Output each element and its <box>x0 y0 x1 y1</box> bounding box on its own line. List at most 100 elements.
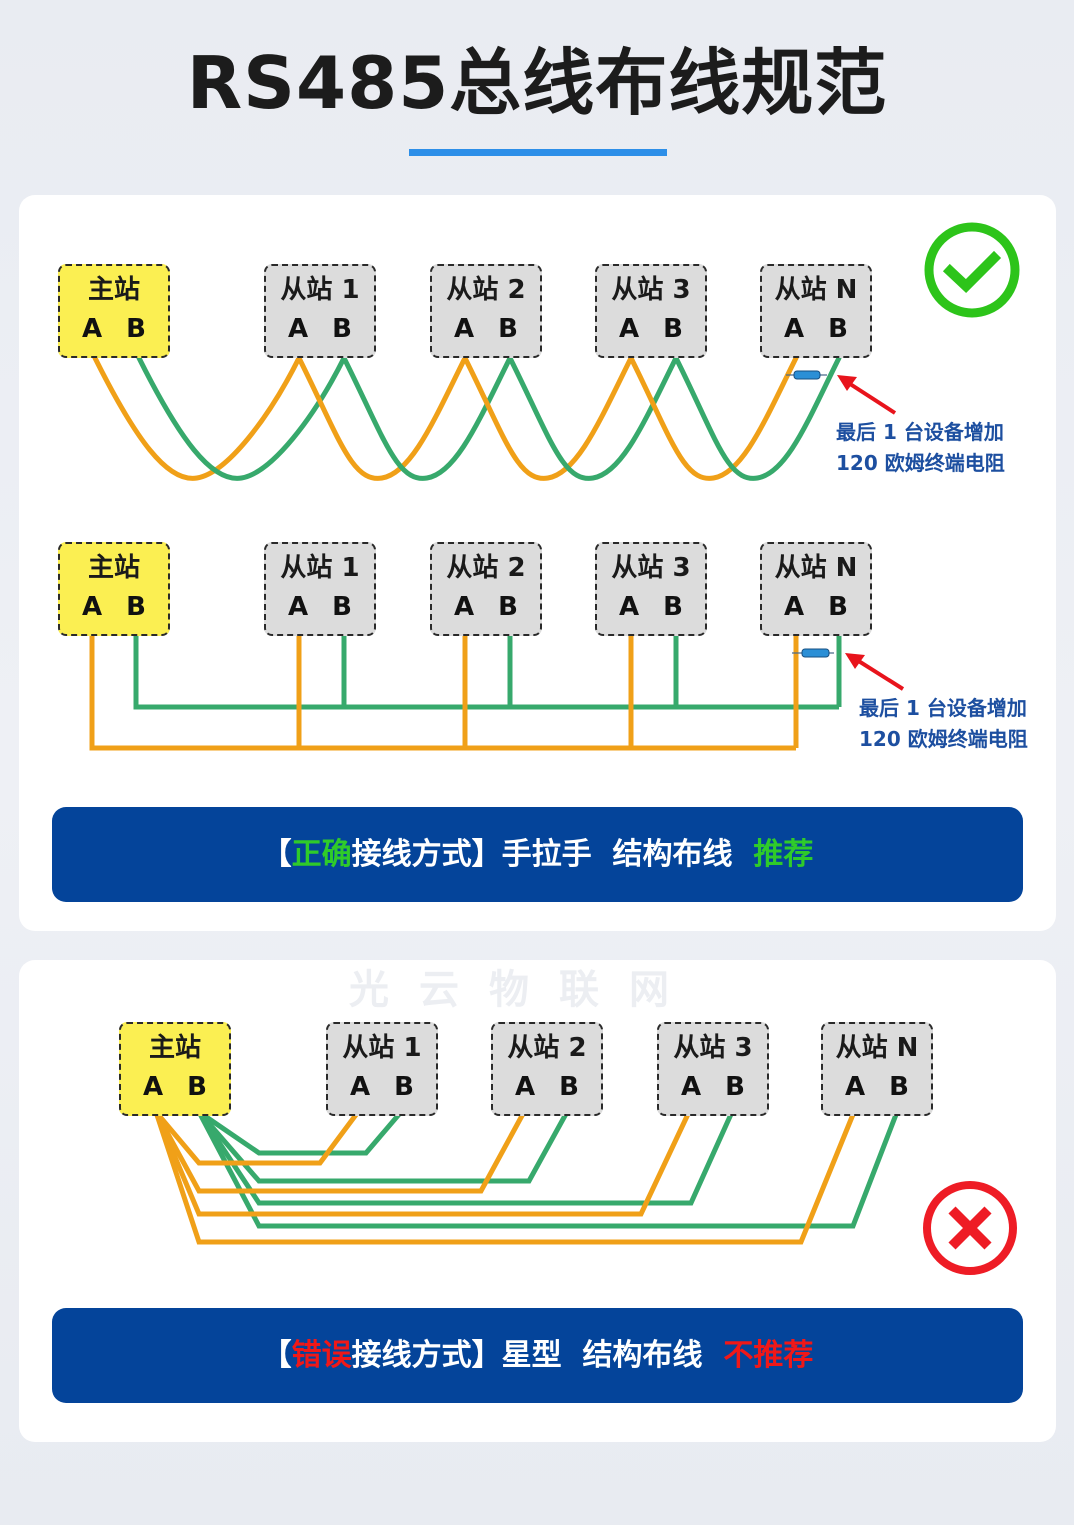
pin-b-label: B <box>126 592 146 622</box>
star-topology-diagram <box>153 1109 900 1245</box>
star-wire-a <box>153 1110 527 1194</box>
star-wire-b <box>197 1109 403 1156</box>
pin-b-label: B <box>498 314 518 344</box>
check-circle-icon <box>924 222 1020 318</box>
pin-a-label: A <box>845 1072 866 1102</box>
termination-note-line1: 最后 1 台设备增加 <box>836 420 1004 444</box>
banner-highlight: 正确 <box>291 836 352 872</box>
node-name: 从站 2 <box>507 1033 587 1063</box>
node-name: 从站 N <box>835 1033 919 1063</box>
pin-b-label: B <box>332 592 352 622</box>
pin-a-label: A <box>681 1072 702 1102</box>
node-name: 从站 2 <box>446 553 526 583</box>
banner-bracket-open: 【 <box>261 1337 292 1373</box>
node-name: 从站 1 <box>342 1033 422 1063</box>
node-name: 从站 1 <box>280 553 360 583</box>
node-name: 从站 1 <box>280 275 360 305</box>
banner-method: 接线方式 <box>351 1337 472 1373</box>
banner-highlight: 错误 <box>291 1337 352 1373</box>
termination-note: 最后 1 台设备增加 120 欧姆终端电阻 <box>836 417 1005 479</box>
bus-b-trunk <box>133 636 839 710</box>
daisy-chain-diagram <box>89 355 905 751</box>
wire-b-segment <box>341 355 513 481</box>
x-circle-icon <box>923 1181 1017 1275</box>
banner-description: 星型 结构布线 <box>501 1337 724 1373</box>
bus-a-trunk <box>89 636 796 751</box>
pointer-arrow-icon <box>845 653 905 691</box>
banner-verdict: 不推荐 <box>723 1337 814 1373</box>
node-name: 从站 N <box>774 553 858 583</box>
node-name: 从站 3 <box>611 553 691 583</box>
banner-description: 手拉手 结构布线 <box>501 836 754 872</box>
pin-a-label: A <box>454 592 475 622</box>
pin-b-label: B <box>187 1072 207 1102</box>
star-wire-a <box>153 1110 692 1217</box>
terminating-resistor-icon <box>792 648 834 658</box>
termination-note: 最后 1 台设备增加 120 欧姆终端电阻 <box>859 693 1028 755</box>
pin-a-label: A <box>288 592 309 622</box>
wire-b-segment <box>136 355 347 481</box>
node-name: 主站 <box>87 553 140 583</box>
pin-b-label: B <box>725 1072 745 1102</box>
pin-b-label: B <box>559 1072 579 1102</box>
pin-a-label: A <box>619 314 640 344</box>
node-name: 从站 N <box>774 275 858 305</box>
wire-b-segment <box>673 355 842 481</box>
terminating-resistor-icon <box>786 370 827 380</box>
banner-verdict: 推荐 <box>753 836 814 872</box>
node-name: 从站 3 <box>673 1033 753 1063</box>
star-wire-a <box>154 1110 361 1166</box>
banner-bracket-open: 【 <box>261 836 292 872</box>
pin-b-label: B <box>394 1072 414 1102</box>
pin-a-label: A <box>784 314 805 344</box>
pin-b-label: B <box>498 592 518 622</box>
star-wire-b <box>197 1110 570 1184</box>
wire-a-segment <box>628 355 799 481</box>
pin-b-label: B <box>126 314 146 344</box>
node-name: 主站 <box>148 1033 201 1063</box>
pin-a-label: A <box>82 314 103 344</box>
node-name: 从站 3 <box>611 275 691 305</box>
pin-a-label: A <box>82 592 103 622</box>
termination-note-line2: 120 欧姆终端电阻 <box>859 727 1028 751</box>
node-name: 从站 2 <box>446 275 526 305</box>
banner-bracket-close: 】 <box>471 836 502 872</box>
pin-a-label: A <box>515 1072 536 1102</box>
pin-a-label: A <box>619 592 640 622</box>
wire-a-segment <box>92 355 302 481</box>
pointer-arrow-icon <box>837 375 897 415</box>
wire-a-segment <box>296 355 468 481</box>
pin-a-label: A <box>350 1072 371 1102</box>
termination-note-line1: 最后 1 台设备增加 <box>859 696 1027 720</box>
banner-method: 接线方式 <box>351 836 472 872</box>
star-wire-b <box>196 1110 900 1229</box>
wrong-method-banner: 【错误接线方式】星型 结构布线 不推荐 <box>52 1308 1023 1403</box>
termination-note-line2: 120 欧姆终端电阻 <box>836 451 1005 475</box>
star-wire-b <box>196 1110 735 1206</box>
banner-bracket-close: 】 <box>471 1337 502 1373</box>
correct-method-banner: 【正确接线方式】手拉手 结构布线 推荐 <box>52 807 1023 902</box>
title-underline <box>409 149 667 156</box>
pin-b-label: B <box>663 592 683 622</box>
pin-a-label: A <box>288 314 309 344</box>
page-title: RS485总线布线规范 <box>186 41 888 125</box>
pin-a-label: A <box>454 314 475 344</box>
pin-b-label: B <box>663 314 683 344</box>
pin-b-label: B <box>828 592 848 622</box>
wire-a-segment <box>462 355 634 481</box>
